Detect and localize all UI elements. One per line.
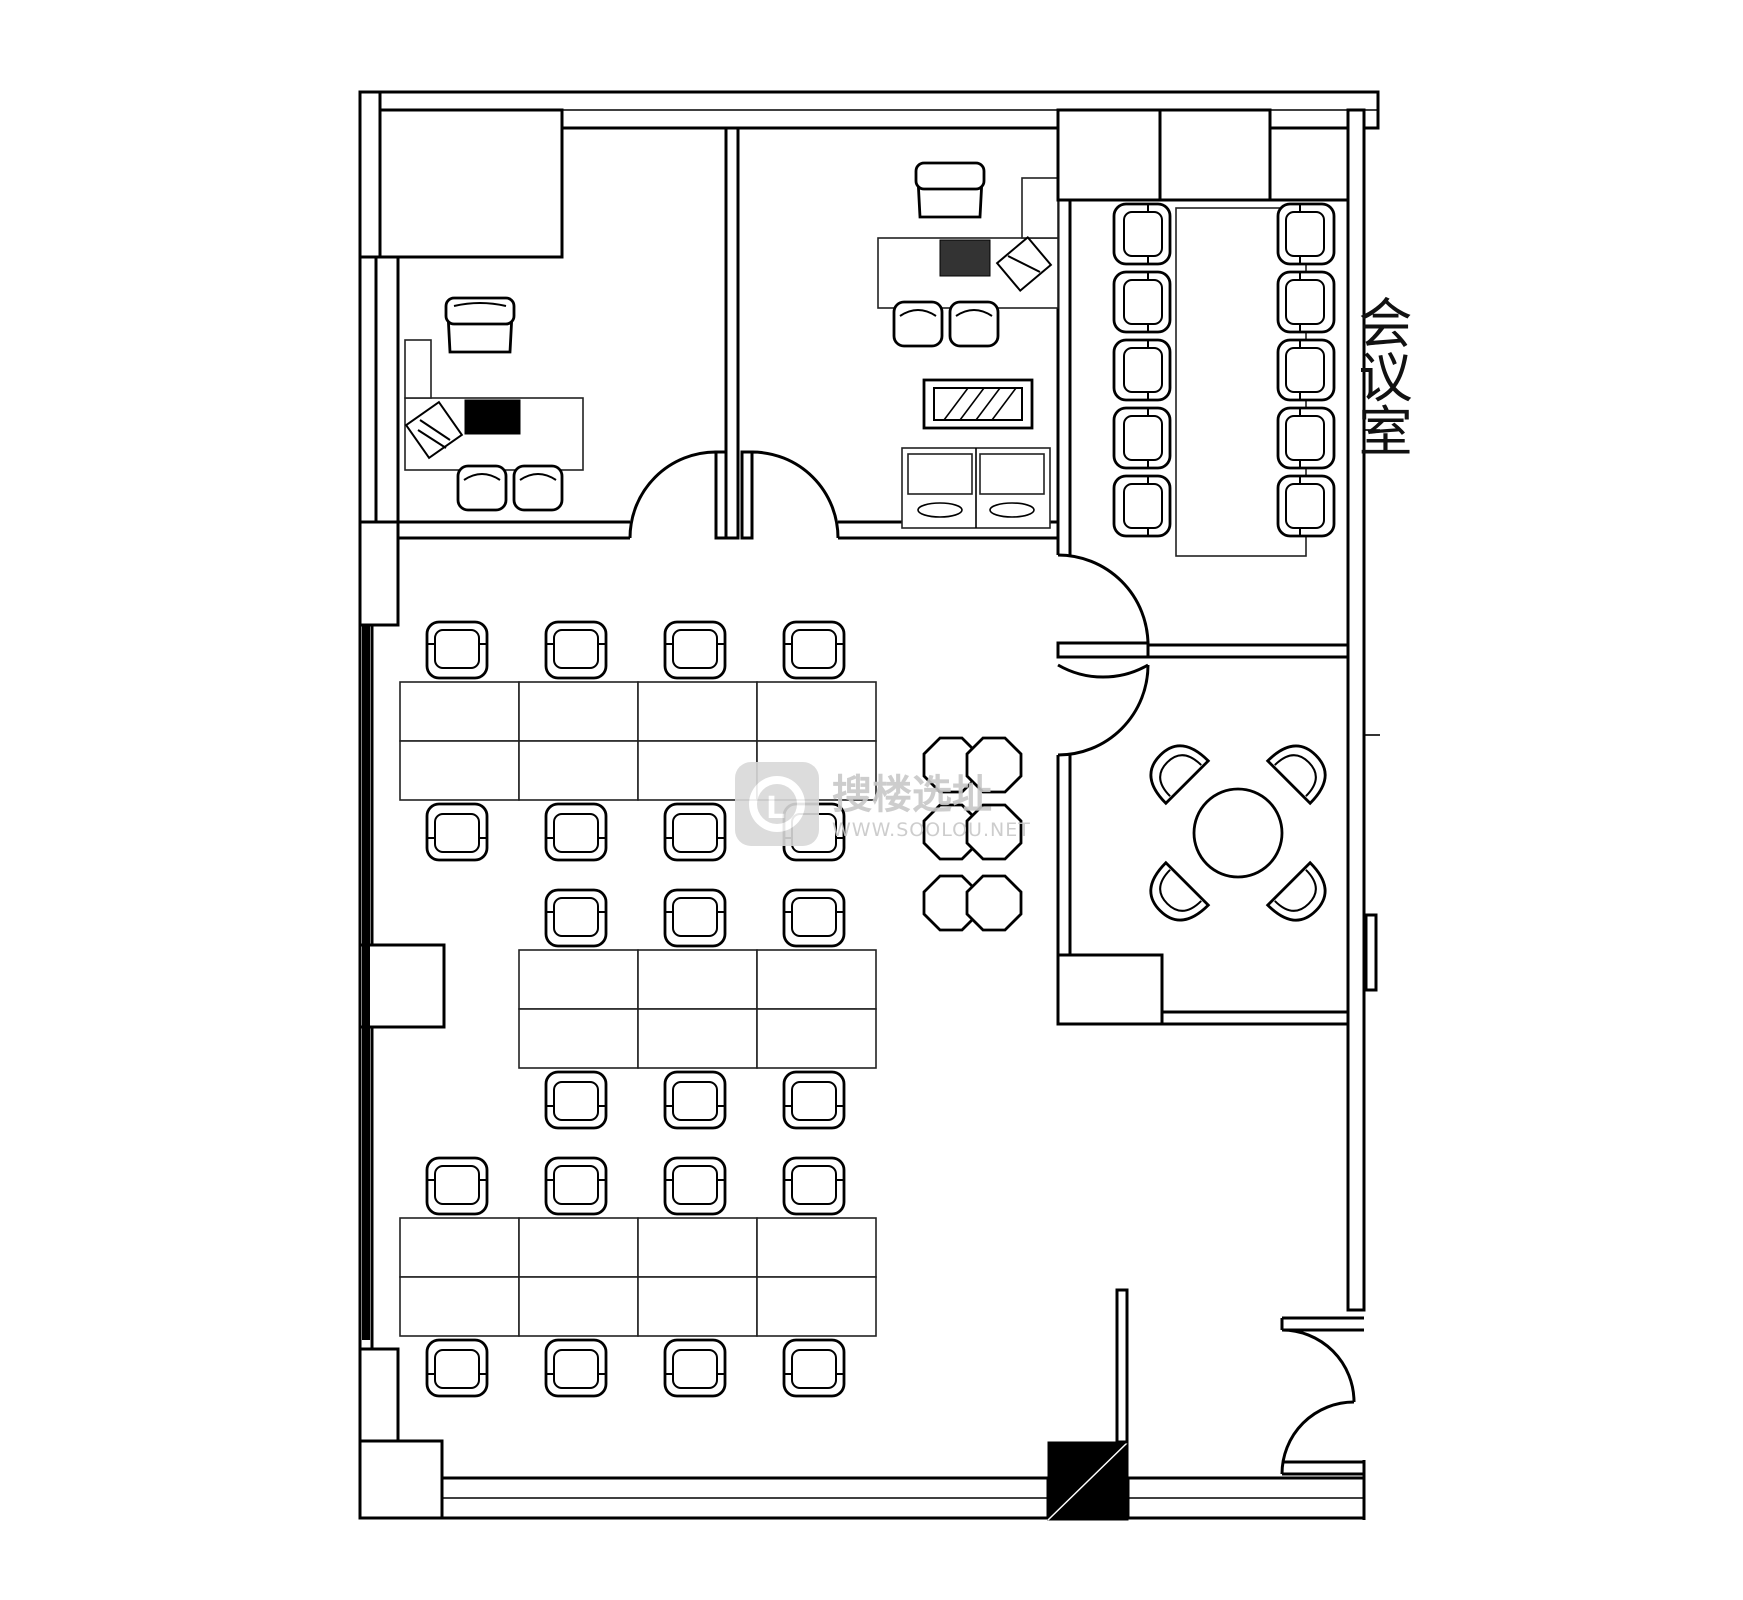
office-chair: [663, 802, 727, 862]
workstation-desk: [399, 681, 520, 742]
office-chair: [782, 620, 846, 680]
office-chair: [782, 888, 846, 948]
workstation-desk: [518, 740, 639, 801]
executive-chair: [914, 161, 986, 219]
desk-block: [518, 949, 877, 1069]
watermark-url-text: WWW.SOOLOU.NET: [832, 819, 1031, 841]
meeting-chair: [1112, 270, 1172, 334]
meeting-chair: [1276, 202, 1336, 266]
workstation-desk: [518, 1276, 639, 1337]
meeting-chair: [1276, 270, 1336, 334]
desk-block: [399, 1217, 877, 1337]
lounge-chair: [1265, 744, 1327, 806]
guest-chairs: [456, 300, 1000, 512]
office-chair: [544, 1156, 608, 1216]
desk-phone: [995, 235, 1053, 293]
office-chair: [782, 1070, 846, 1130]
office-chair: [663, 620, 727, 680]
workstation-desk: [756, 1217, 877, 1278]
workstation-desk: [518, 1217, 639, 1278]
meeting-chair: [1112, 202, 1172, 266]
open-office-desks: [399, 681, 877, 1337]
office-chair: [425, 1338, 489, 1398]
meeting-room-chairs: [1112, 202, 1336, 538]
workstation-desk: [637, 681, 758, 742]
workstation-desk: [518, 949, 639, 1010]
lounge-chair: [1265, 860, 1327, 922]
meeting-chair: [1112, 338, 1172, 402]
guest-chair: [948, 300, 1000, 348]
office-chair: [425, 620, 489, 680]
workstation-desk: [637, 1008, 758, 1069]
workstation-desk: [518, 1008, 639, 1069]
executive-chair: [444, 296, 516, 354]
desk-phone: [404, 400, 464, 460]
lounge: [1056, 744, 1348, 1026]
office-chair: [663, 1156, 727, 1216]
watermark-logo-letter: L: [766, 791, 785, 826]
workstation-desk: [637, 1217, 758, 1278]
office-chair: [425, 1156, 489, 1216]
meeting-chair: [1276, 406, 1336, 470]
meeting-chair: [1276, 338, 1336, 402]
office-chair: [425, 802, 489, 862]
workstation-desk: [637, 1276, 758, 1337]
workstation-desk: [756, 949, 877, 1010]
office-chair: [663, 888, 727, 948]
office-chair: [782, 1338, 846, 1398]
workstation-desk: [756, 1008, 877, 1069]
watermark-brand-text: 搜楼选址: [832, 772, 992, 818]
meeting-chair: [1112, 406, 1172, 470]
workstation-desk: [637, 949, 758, 1010]
office-chair: [544, 888, 608, 948]
office-chair: [544, 802, 608, 862]
watermark: L 搜楼选址 WWW.SOOLOU.NET: [735, 762, 1031, 846]
office-chair: [544, 1338, 608, 1398]
office-chair: [782, 1156, 846, 1216]
office-chair: [663, 1338, 727, 1398]
lounge-chair: [1149, 744, 1211, 806]
workstation-desk: [399, 1217, 520, 1278]
workstation-desk: [756, 1276, 877, 1337]
meeting-chair: [1276, 474, 1336, 538]
office-left: [378, 108, 1058, 540]
guest-chair: [892, 300, 944, 348]
desk-block: [399, 681, 877, 801]
office-chair: [544, 620, 608, 680]
workstation-desk: [518, 681, 639, 742]
meeting-chair: [1112, 474, 1172, 538]
round-stools: [922, 736, 1023, 932]
entrance-door: [1280, 1316, 1364, 1476]
guest-chair: [456, 464, 508, 512]
office-chair: [663, 1070, 727, 1130]
workstation-desk: [399, 1276, 520, 1337]
workstation-desk: [399, 740, 520, 801]
workstation-desk: [756, 681, 877, 742]
office-chair: [544, 1070, 608, 1130]
guest-chair: [512, 464, 564, 512]
office-right: [877, 110, 1060, 555]
lounge-chair: [1149, 860, 1211, 922]
